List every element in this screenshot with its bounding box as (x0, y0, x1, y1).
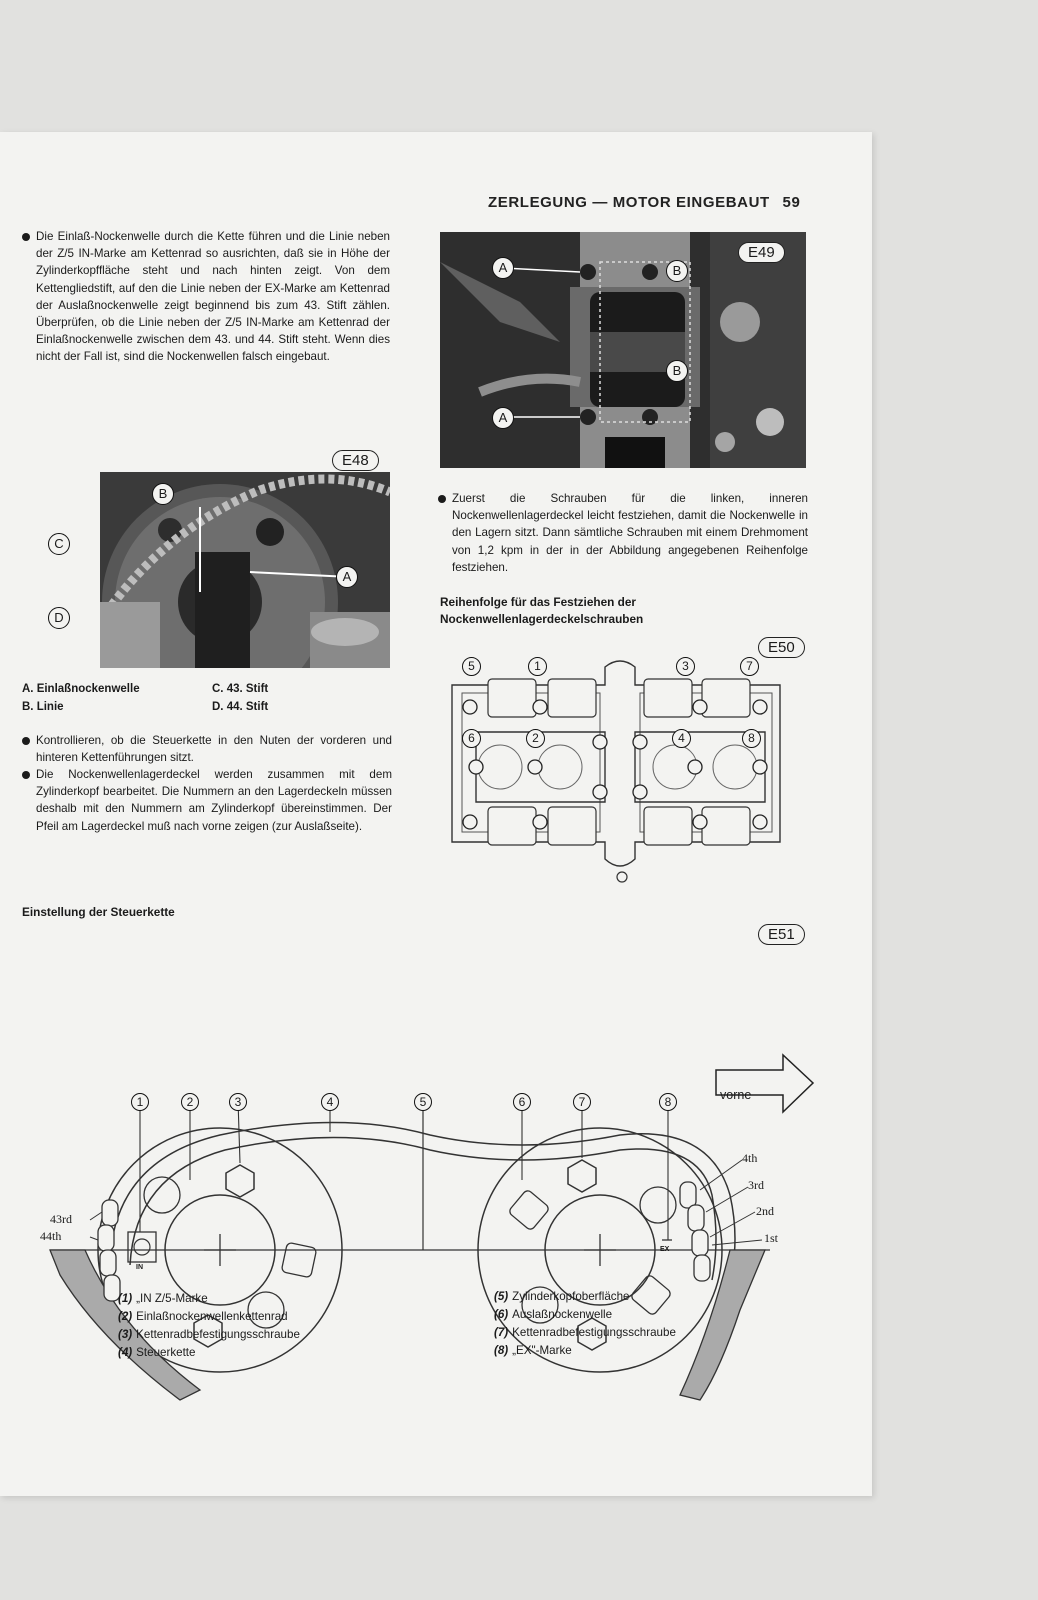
legend-num: (8) (494, 1344, 509, 1357)
legend-item: (4)Steuerkette (118, 1344, 300, 1362)
bolt-number: 8 (742, 729, 761, 748)
label-a-top: A (492, 257, 514, 279)
bullet-text: Kontrollieren, ob die Steuerkette in den… (36, 734, 392, 765)
figure-e49-photo: E49 A B B A (440, 232, 806, 468)
legend-num: (4) (118, 1346, 133, 1359)
legend-a: A. Einlaßnockenwelle (22, 683, 140, 695)
legend-d: D. 44. Stift (212, 701, 269, 713)
legend-num: (6) (494, 1308, 509, 1321)
pin-label-44th: 44th (40, 1229, 62, 1243)
pin-label-3rd: 3rd (748, 1178, 764, 1192)
legend-text: Zylinderkopfoberfläche (512, 1290, 630, 1303)
label-c: C (48, 533, 70, 555)
bullet-dot (22, 737, 30, 745)
legend-num: (5) (494, 1290, 509, 1303)
legend-item: (6)Auslaßnockenwelle (494, 1306, 676, 1324)
callout-1: 1 (131, 1093, 149, 1111)
legend-text: Auslaßnockenwelle (512, 1308, 613, 1321)
legend-num: (3) (118, 1328, 133, 1341)
legend-item: (1)„IN Z/5-Marke (118, 1290, 300, 1308)
figure-e48: E48 B C D A (40, 450, 390, 668)
book-page: ZERLEGUNG — MOTOR EINGEBAUT 59 Die Einla… (0, 132, 872, 1496)
legend-num: (7) (494, 1326, 509, 1339)
legend-text: „IN Z/5-Marke (136, 1292, 208, 1305)
figure-tag-e51: E51 (758, 924, 805, 945)
bullet-dot (22, 233, 30, 241)
label-a-bottom: A (492, 407, 514, 429)
pin-label-2nd: 2nd (756, 1204, 774, 1218)
bolt-number: 2 (526, 729, 545, 748)
legend-item: (8)„EX"-Marke (494, 1342, 676, 1360)
bolt-number: 5 (462, 657, 481, 676)
legend-item: (2)Einlaßnockenwellenkettenrad (118, 1308, 300, 1326)
mark-ex-label: EX (660, 1246, 670, 1253)
mark-in-label: IN (136, 1264, 143, 1271)
bolt-number: 4 (672, 729, 691, 748)
bullet-chain-guides: Kontrollieren, ob die Steuerkette in den… (22, 732, 392, 766)
legend-text: Steuerkette (136, 1346, 196, 1359)
bolt-number: 7 (740, 657, 759, 676)
paragraph-text: Die Einlaß-Nockenwelle durch die Kette f… (36, 230, 390, 364)
callout-2: 2 (181, 1093, 199, 1111)
arrow-label-vorne: vorne (720, 1088, 752, 1102)
section-title-sequence: Reihenfolge für das Festziehen der Nocke… (440, 595, 644, 626)
legend-item: (3)Kettenradbefestigungsschraube (118, 1326, 300, 1344)
callout-8: 8 (659, 1093, 677, 1111)
bolt-number: 1 (528, 657, 547, 676)
label-b: B (152, 483, 174, 505)
bullet-text: Die Nockenwellenlagerdeckel werden zusam… (36, 768, 392, 833)
legend-text: Kettenradbefestigungsschraube (512, 1326, 676, 1339)
bullet-bearing-caps: Die Nockenwellenlagerdeckel werden zusam… (22, 766, 392, 835)
figure-e51-diagram: vorne 1 2 3 4 5 6 7 8 43rd 44th 4th 3rd … (40, 950, 820, 1450)
page-header: ZERLEGUNG — MOTOR EINGEBAUT 59 (488, 194, 800, 211)
label-b-bottom: B (666, 360, 688, 382)
legend-text: Einlaßnockenwellenkettenrad (136, 1310, 288, 1323)
legend-left: (1)„IN Z/5-Marke (2)Einlaßnockenwellenke… (118, 1290, 300, 1362)
callout-3: 3 (229, 1093, 247, 1111)
callout-4: 4 (321, 1093, 339, 1111)
figure-tag: E50 (758, 637, 805, 658)
legend-text: Kettenradbefestigungsschraube (136, 1328, 300, 1341)
figure-tag: E48 (332, 450, 379, 471)
bolt-number: 3 (676, 657, 695, 676)
legend-item: (5)Zylinderkopfoberfläche (494, 1288, 676, 1306)
legend-b: B. Linie (22, 701, 64, 713)
legend-item: (7)Kettenradbefestigungsschraube (494, 1324, 676, 1342)
bullet-text: Zuerst die Schrauben für die linken, inn… (452, 492, 808, 574)
legend-num: (2) (118, 1310, 133, 1323)
callout-5: 5 (414, 1093, 432, 1111)
bullet-dot (22, 771, 30, 779)
label-b-top: B (666, 260, 688, 282)
instruction-paragraph-1: Die Einlaß-Nockenwelle durch die Kette f… (22, 228, 390, 366)
legend-right: (5)Zylinderkopfoberfläche (6)Auslaßnocke… (494, 1288, 676, 1360)
pin-label-4th: 4th (742, 1151, 758, 1165)
section-title-chain-adjust: Einstellung der Steuerkette (22, 905, 175, 919)
label-a: A (336, 566, 358, 588)
bullet-dot (438, 495, 446, 503)
pin-label-1st: 1st (764, 1231, 779, 1245)
callout-6: 6 (513, 1093, 531, 1111)
header-title: ZERLEGUNG — MOTOR EINGEBAUT (488, 194, 770, 211)
figure-tag: E49 (738, 242, 785, 263)
legend-num: (1) (118, 1292, 133, 1305)
bullet-tightening: Zuerst die Schrauben für die linken, inn… (438, 490, 808, 576)
page-number: 59 (782, 194, 801, 211)
pin-label-43rd: 43rd (50, 1212, 72, 1226)
callout-7: 7 (573, 1093, 591, 1111)
bolt-number: 6 (462, 729, 481, 748)
legend-text: „EX"-Marke (512, 1344, 572, 1357)
legend-c: C. 43. Stift (212, 683, 269, 695)
label-d: D (48, 607, 70, 629)
figure-e50: E50 (440, 637, 810, 887)
